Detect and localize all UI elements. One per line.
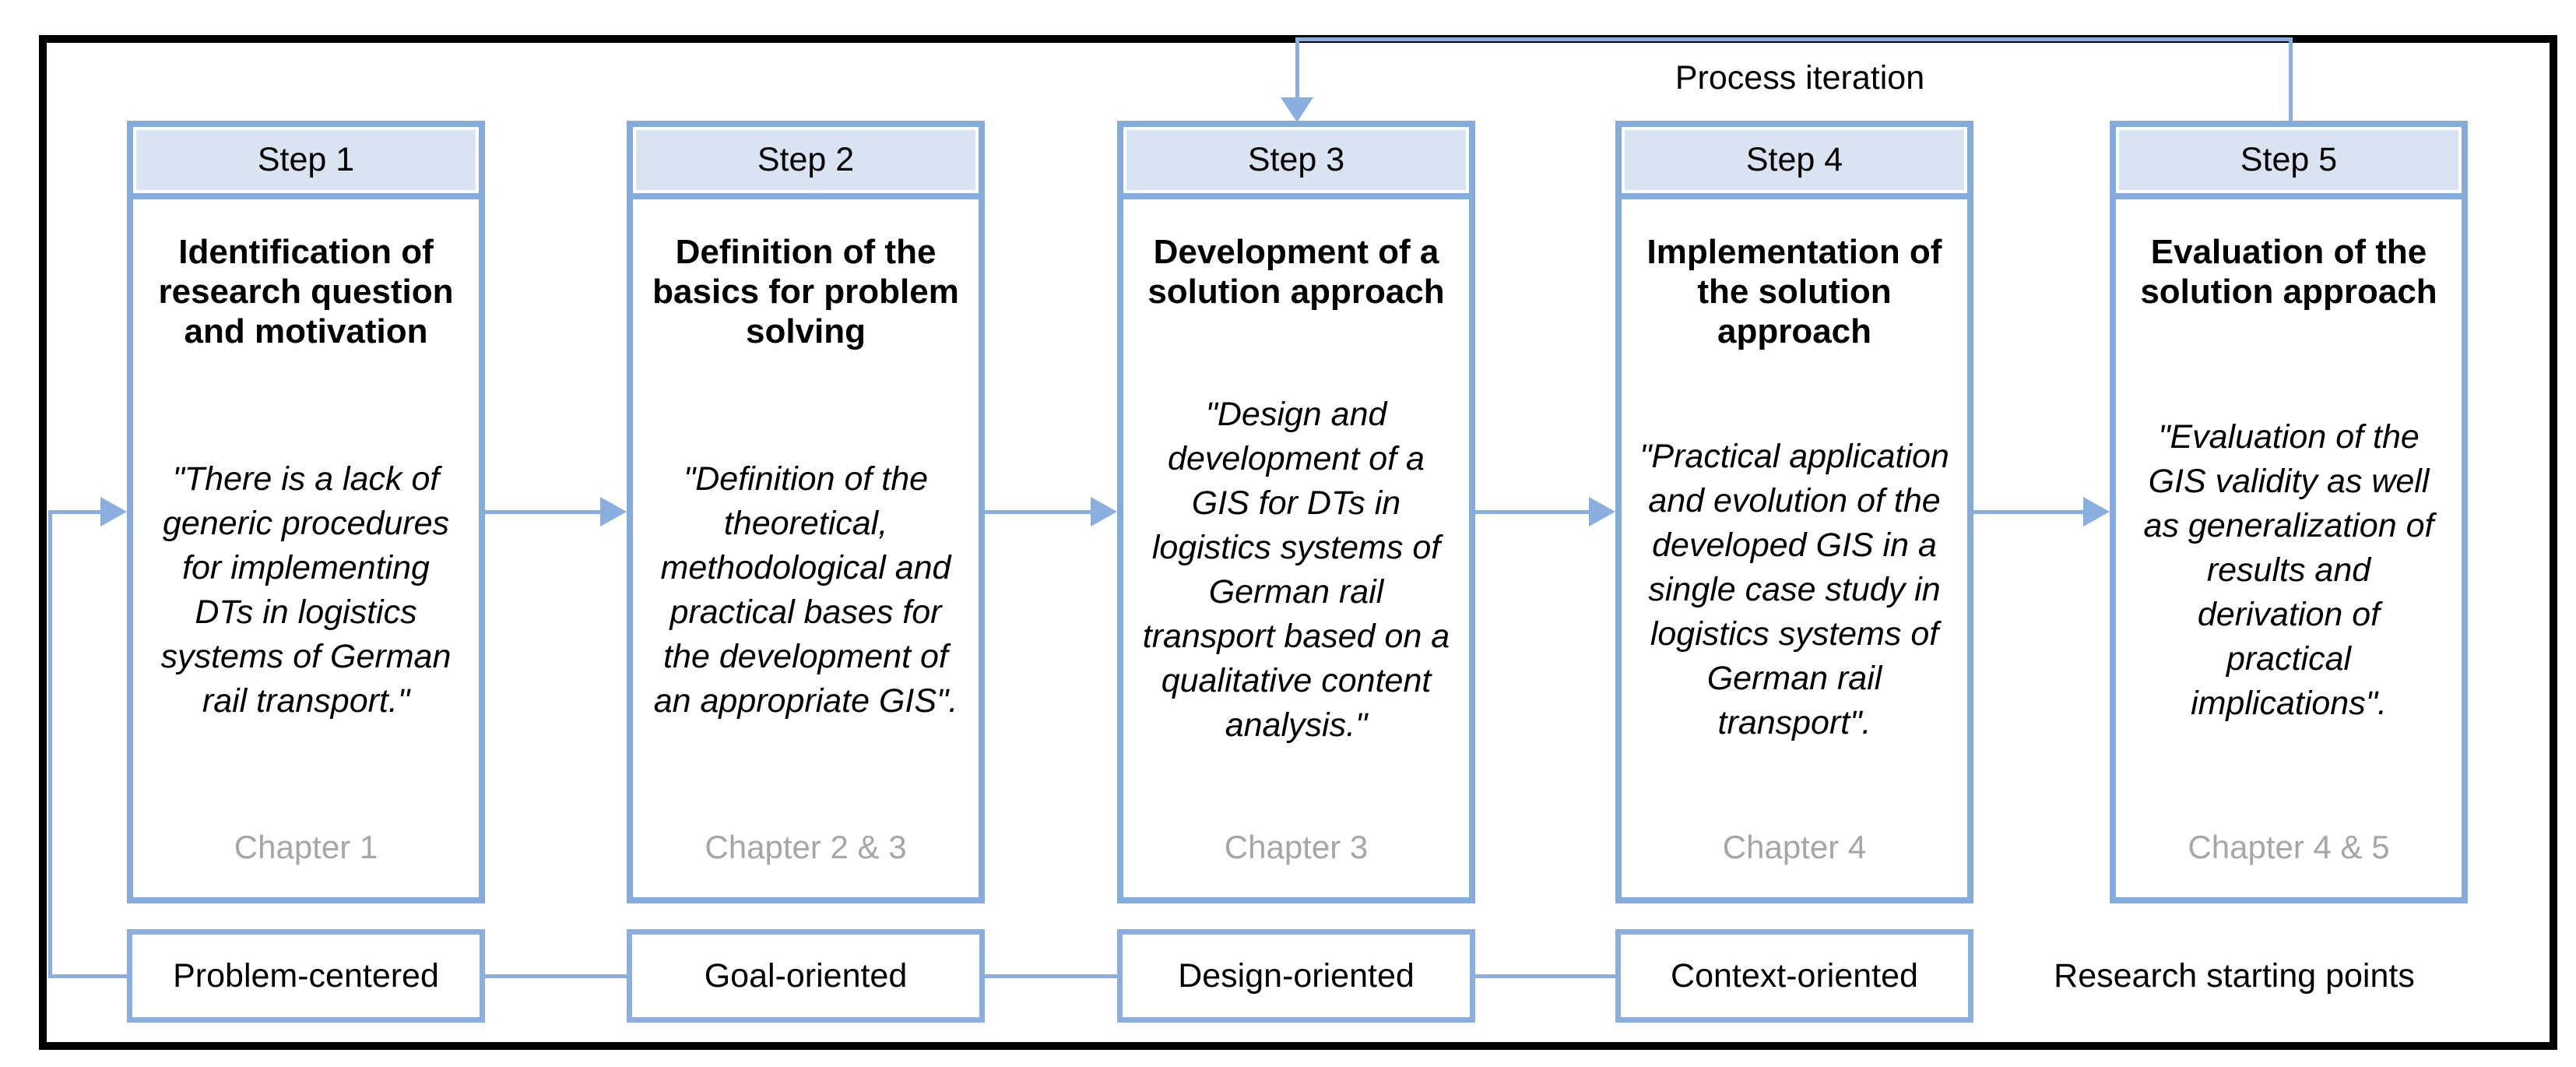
step-3-quote: "Design and development of a GIS for DTs…	[1142, 396, 1450, 744]
arrow-line-step1-step2	[485, 510, 600, 514]
iteration-line-horizontal	[1295, 37, 2293, 41]
step-2-chapter: Chapter 2 & 3	[705, 829, 907, 865]
step-1-quote: "There is a lack of generic procedures f…	[160, 460, 452, 720]
step-2-title: Definition of the basics for problem sol…	[652, 233, 959, 350]
step-card-5: Step 5 Evaluation of the solution approa…	[2110, 121, 2468, 903]
iteration-line-right-vertical	[2289, 37, 2293, 121]
iteration-line-left-vertical	[1295, 37, 1299, 101]
iteration-arrowhead-down-icon	[1281, 97, 1313, 122]
arrowhead-step4-icon	[1589, 497, 1615, 526]
step-2-quote: "Definition of the theoretical, methodol…	[653, 460, 958, 720]
step-card-1: Step 1 Identification of research questi…	[127, 121, 485, 903]
starting-point-goal-oriented: Goal-oriented	[627, 929, 985, 1023]
step-4-quote: "Practical application and evolution of …	[1639, 438, 1949, 741]
arrowhead-step2-icon	[600, 497, 627, 526]
step-1-chapter: Chapter 1	[234, 829, 378, 865]
step-5-quote: "Evaluation of the GIS validity as well …	[2143, 417, 2434, 722]
step-card-3: Step 3 Development of a solution approac…	[1117, 121, 1475, 903]
arrowhead-step5-icon	[2083, 497, 2110, 526]
step-3-title: Development of a solution approach	[1147, 233, 1445, 311]
step-5-title: Evaluation of the solution approach	[2140, 233, 2437, 311]
arrow-line-step3-step4	[1475, 510, 1589, 514]
connector-box3-box4	[1475, 974, 1615, 978]
step-card-2: Step 2 Definition of the basics for prob…	[627, 121, 985, 903]
feeder-line-vertical	[48, 512, 52, 977]
connector-box2-box3	[985, 974, 1117, 978]
feeder-line-top-horizontal	[48, 510, 100, 514]
connector-box1-box2	[485, 974, 627, 978]
step-5-header: Step 5	[2116, 127, 2462, 199]
arrowhead-step3-icon	[1091, 497, 1117, 526]
research-starting-points-caption: Research starting points	[2054, 956, 2415, 995]
arrow-line-step2-step3	[985, 510, 1091, 514]
step-4-chapter: Chapter 4	[1722, 829, 1867, 865]
step-3-header: Step 3	[1123, 127, 1469, 199]
starting-point-context-oriented: Context-oriented	[1615, 929, 1973, 1023]
step-5-body: Evaluation of the solution approach "Eva…	[2116, 199, 2462, 897]
step-1-body: Identification of research question and …	[133, 199, 479, 897]
starting-point-problem-centered: Problem-centered	[127, 929, 485, 1023]
step-3-chapter: Chapter 3	[1224, 829, 1369, 865]
step-card-4: Step 4 Implementation of the solution ap…	[1615, 121, 1973, 903]
starting-point-design-oriented: Design-oriented	[1117, 929, 1475, 1023]
feeder-line-bottom-horizontal	[48, 974, 127, 978]
arrowhead-step1-icon	[100, 497, 127, 526]
step-5-chapter: Chapter 4 & 5	[2188, 829, 2390, 865]
step-1-header: Step 1	[133, 127, 479, 199]
arrow-line-step4-step5	[1973, 510, 2083, 514]
step-2-body: Definition of the basics for problem sol…	[633, 199, 979, 897]
step-2-header: Step 2	[633, 127, 979, 199]
process-iteration-label: Process iteration	[1675, 59, 1925, 97]
step-4-body: Implementation of the solution approach …	[1622, 199, 1967, 897]
step-4-title: Implementation of the solution approach	[1646, 233, 1942, 350]
step-1-title: Identification of research question and …	[158, 233, 454, 350]
step-4-header: Step 4	[1622, 127, 1967, 199]
step-3-body: Development of a solution approach "Desi…	[1123, 199, 1469, 897]
